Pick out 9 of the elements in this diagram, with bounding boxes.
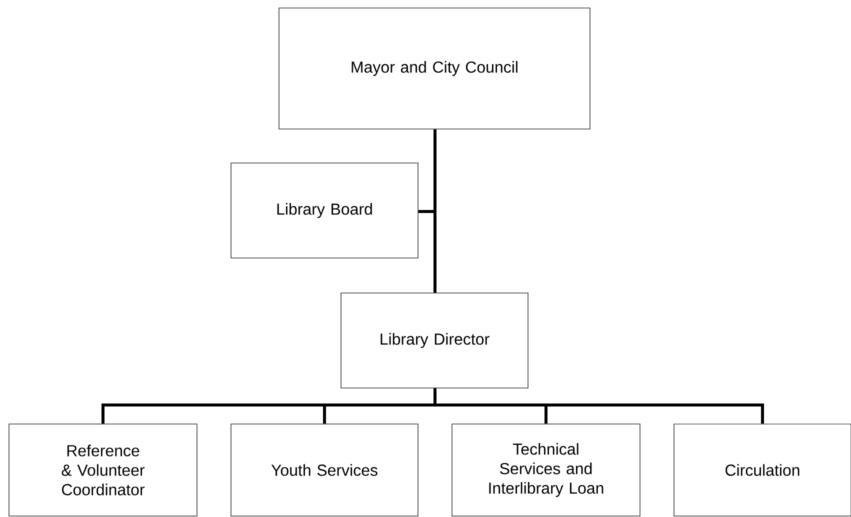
org-box: Library Board (230, 162, 418, 258)
org-box: Youth Services (230, 424, 418, 516)
org-box: Reference & Volunteer Coordinator (8, 424, 198, 516)
connector-line (434, 388, 764, 424)
org-box: Circulation (674, 424, 851, 516)
org-box: Technical Services and Interlibrary Loan (452, 424, 640, 516)
connector-line (418, 210, 436, 293)
org-box: Mayor and City Council (278, 8, 590, 130)
org-box: Library Director (340, 292, 528, 388)
